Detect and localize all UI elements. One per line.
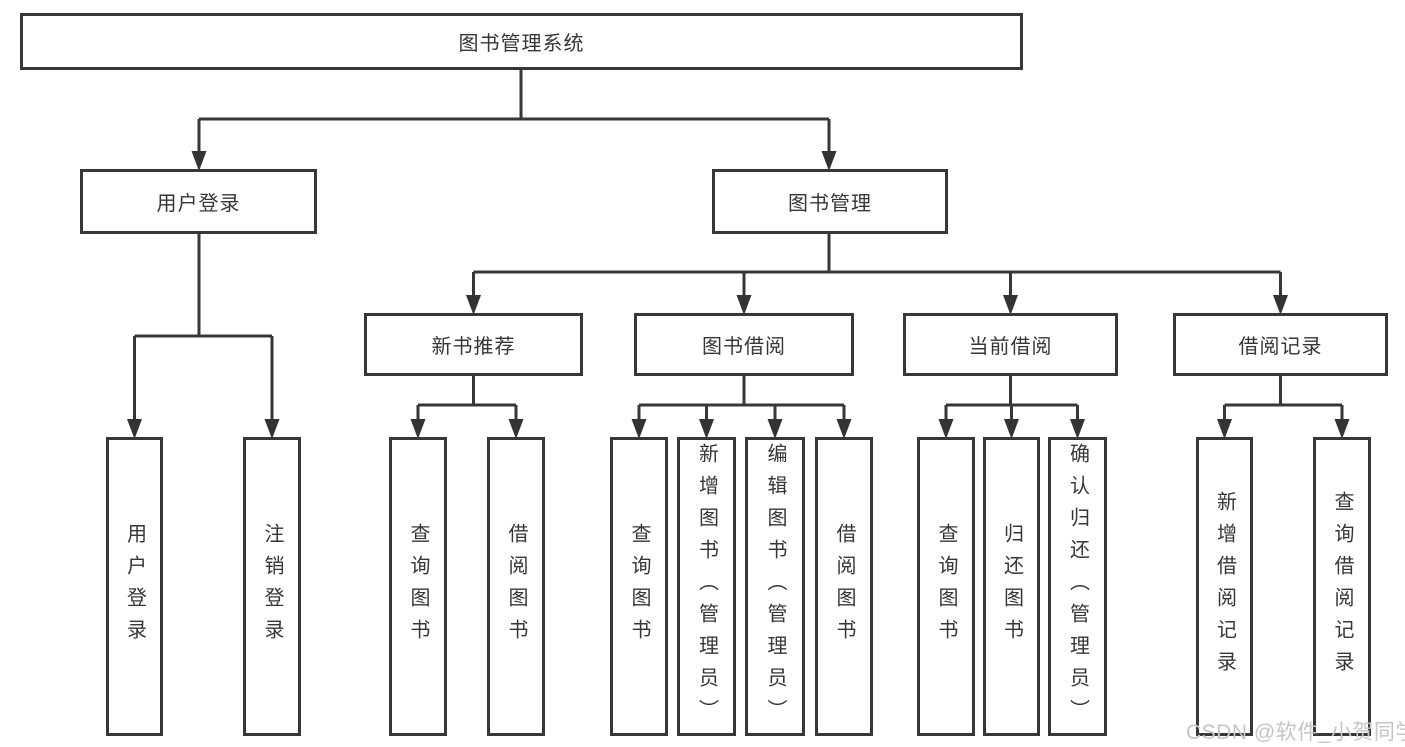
leaf-borrow-borrow-book-label: 借阅图书: [833, 522, 855, 651]
node-user-login-label: 用户登录: [156, 193, 241, 215]
node-current-borrow: 当前借阅: [903, 313, 1118, 376]
leaf-current-query-book: 查询图书: [917, 437, 975, 736]
leaf-records-add-record: 新增借阅记录: [1196, 437, 1253, 736]
node-book-management: 图书管理: [712, 169, 948, 234]
node-borrow-records-label: 借阅记录: [1238, 336, 1323, 358]
leaf-recommend-query-book-label: 查询图书: [407, 522, 429, 651]
leaf-recommend-query-book: 查询图书: [389, 437, 447, 736]
leaf-borrow-query-book-label: 查询图书: [628, 522, 650, 651]
leaf-login-logout-label: 注销登录: [261, 522, 283, 651]
node-book-borrow-label: 图书借阅: [702, 336, 786, 358]
leaf-login-user-login-label: 用户登录: [123, 522, 146, 651]
node-user-login: 用户登录: [80, 169, 317, 234]
watermark: CSDN @软件_小贺同学: [1186, 721, 1405, 744]
leaf-current-confirm-return-admin-label: 确认归还（管理员）: [1066, 442, 1089, 731]
node-new-book-recommend-label: 新书推荐: [431, 336, 516, 358]
leaf-records-query-record: 查询借阅记录: [1313, 437, 1371, 736]
leaf-borrow-add-book-admin: 新增图书（管理员）: [677, 437, 736, 736]
arrowhead-icons: [127, 151, 1350, 439]
leaf-borrow-query-book: 查询图书: [610, 437, 668, 736]
leaf-borrow-add-book-admin-label: 新增图书（管理员）: [695, 442, 718, 731]
branch-lines: [133, 70, 1344, 421]
node-root-label: 图书管理系统: [458, 33, 585, 55]
node-current-borrow-label: 当前借阅: [968, 336, 1053, 358]
leaf-recommend-borrow-book-label: 借阅图书: [505, 522, 527, 651]
leaf-login-logout: 注销登录: [243, 437, 301, 736]
leaf-borrow-edit-book-admin: 编辑图书（管理员）: [745, 437, 805, 736]
node-new-book-recommend: 新书推荐: [364, 313, 583, 376]
node-root: 图书管理系统: [20, 13, 1023, 70]
node-book-management-label: 图书管理: [788, 193, 872, 215]
node-borrow-records: 借阅记录: [1173, 313, 1388, 376]
leaf-records-query-record-label: 查询借阅记录: [1331, 490, 1353, 683]
node-book-borrow: 图书借阅: [634, 313, 854, 376]
leaf-current-query-book-label: 查询图书: [935, 522, 957, 651]
leaf-recommend-borrow-book: 借阅图书: [487, 437, 545, 736]
leaf-current-confirm-return-admin: 确认归还（管理员）: [1048, 437, 1107, 736]
leaf-current-return-book: 归还图书: [983, 437, 1040, 736]
leaf-current-return-book-label: 归还图书: [1000, 522, 1023, 651]
leaf-records-add-record-label: 新增借阅记录: [1213, 490, 1236, 683]
leaf-borrow-edit-book-admin-label: 编辑图书（管理员）: [764, 442, 786, 731]
leaf-borrow-borrow-book: 借阅图书: [815, 437, 873, 736]
leaf-login-user-login: 用户登录: [106, 437, 163, 736]
